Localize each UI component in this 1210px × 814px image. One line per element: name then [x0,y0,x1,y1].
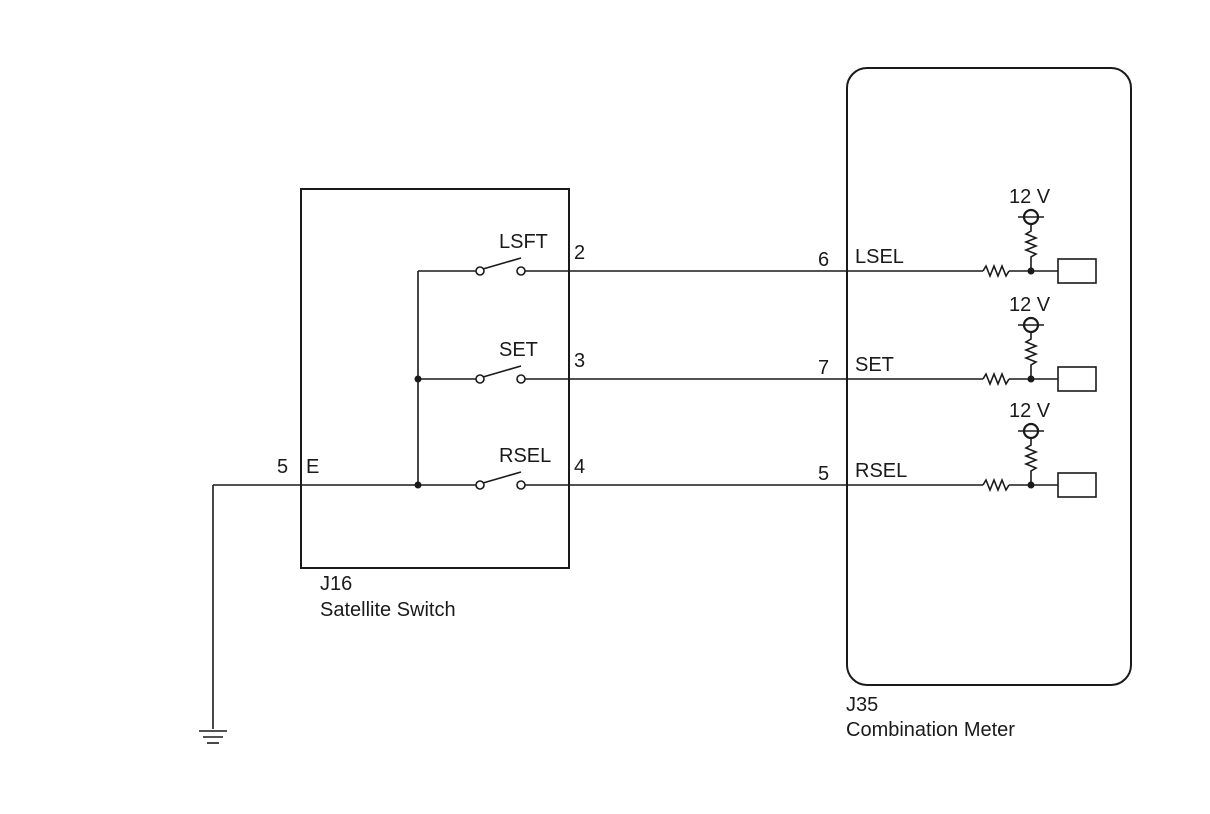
pullup-resistor-icon [1023,332,1039,379]
ground-icon [199,730,227,744]
combination-meter-box [846,67,1132,686]
switch-contact [475,266,485,276]
switch-pin-number: 2 [574,242,585,264]
series-resistor-icon [982,371,1010,387]
junction-dot [414,481,422,489]
switch-label: RSEL [499,445,551,467]
satellite-switch-name: Satellite Switch [320,599,456,621]
receiver-block [1057,258,1097,284]
meter-pin-number: 7 [818,357,829,379]
pullup-resistor-icon [1023,438,1039,485]
ground-pin-number: 5 [277,456,288,478]
meter-pin-number: 5 [818,463,829,485]
series-resistor-icon [982,477,1010,493]
ground-terminal-label: E [306,456,319,478]
supply-voltage-label: 12 V [1009,400,1051,422]
meter-input-label: LSEL [855,246,904,268]
switch-lever [482,365,522,378]
meter-input-label: RSEL [855,460,907,482]
switch-contact [475,374,485,384]
switch-contact [516,480,526,490]
switch-contact [475,480,485,490]
combination-meter-connector: J35 [846,694,878,716]
switch-lever [482,257,522,270]
switch-lever [482,471,522,484]
meter-input-label: SET [855,354,894,376]
switch-label: SET [499,339,538,361]
switch-pin-number: 3 [574,350,585,372]
switch-label: LSFT [499,231,548,253]
series-resistor-icon [982,263,1010,279]
supply-voltage-label: 12 V [1009,294,1051,316]
junction-dot [414,375,422,383]
pullup-resistor-icon [1023,224,1039,271]
receiver-block [1057,366,1097,392]
switch-contact [516,266,526,276]
combination-meter-name: Combination Meter [846,719,1015,741]
satellite-switch-connector: J16 [320,573,352,595]
meter-pin-number: 6 [818,249,829,271]
supply-voltage-label: 12 V [1009,186,1051,208]
receiver-block [1057,472,1097,498]
switch-contact [516,374,526,384]
switch-pin-number: 4 [574,456,585,478]
